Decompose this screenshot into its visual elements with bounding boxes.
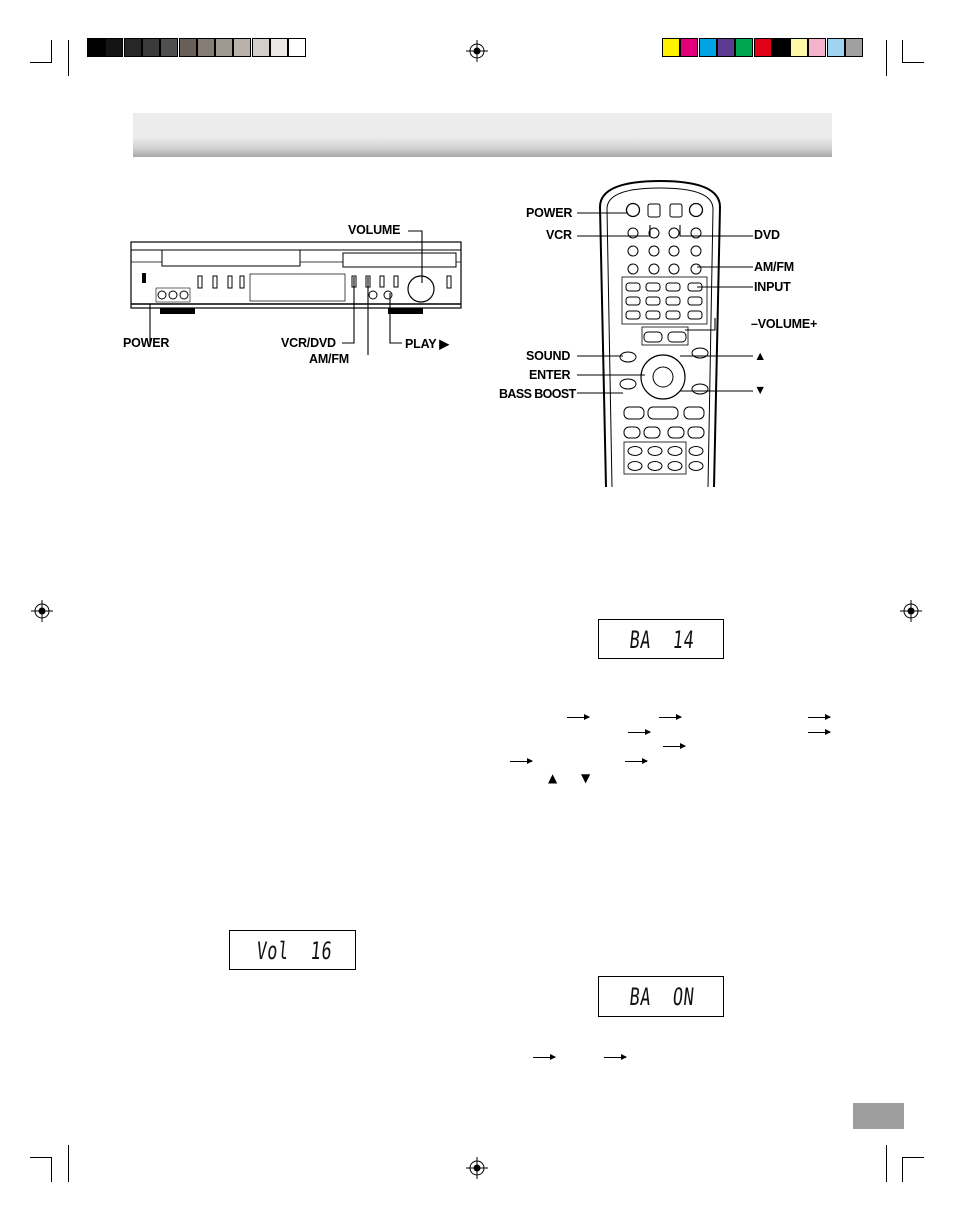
remote-input-label: INPUT xyxy=(754,280,791,294)
gray-swatch xyxy=(270,38,288,57)
remote-down-arrow-label: ▼ xyxy=(754,383,767,397)
color-swatch xyxy=(771,38,790,57)
lcd-ba-level-text: BA 14 xyxy=(628,626,696,654)
registration-target-icon xyxy=(900,600,922,622)
remote-vcr-label: VCR xyxy=(546,228,572,242)
remote-leader-lines xyxy=(577,212,753,394)
remote-bass-boost-label: BASS BOOST xyxy=(499,387,576,401)
color-swatch xyxy=(753,38,772,57)
gray-swatch xyxy=(196,38,215,57)
gray-swatch xyxy=(288,38,307,57)
gray-swatch xyxy=(160,38,179,57)
color-swatch xyxy=(808,38,827,57)
remote-control-illustration xyxy=(598,177,723,487)
gray-swatch xyxy=(215,38,234,57)
color-swatch xyxy=(845,38,863,57)
remote-dvd-label: DVD xyxy=(754,228,780,242)
down-triangle-icon: ▼ xyxy=(581,771,591,785)
up-triangle-icon: ▲ xyxy=(548,771,558,785)
remote-am-fm-label: AM/FM xyxy=(754,260,794,274)
gray-swatch xyxy=(87,38,105,57)
lcd-ba-level-display: BA 14 xyxy=(598,619,724,659)
deck-leader-lines xyxy=(149,230,423,355)
unit-front-panel-illustration xyxy=(130,241,462,314)
color-swatch xyxy=(662,38,680,57)
lcd-volume-text: Vol 16 xyxy=(255,937,334,965)
gray-swatch xyxy=(123,38,142,57)
gray-swatch xyxy=(178,38,197,57)
registration-target-icon xyxy=(31,600,53,622)
gray-swatch xyxy=(141,38,160,57)
deck-am-fm-label: AM/FM xyxy=(309,352,349,366)
remote-power-label: POWER xyxy=(526,206,573,220)
color-swatch xyxy=(716,38,735,57)
color-swatch xyxy=(790,38,809,57)
registration-target-icon xyxy=(466,40,488,62)
page-number-tab xyxy=(853,1103,904,1129)
color-swatch xyxy=(680,38,699,57)
lcd-ba-on-display: BA ON xyxy=(598,976,724,1017)
lcd-volume-display: Vol 16 xyxy=(229,930,356,970)
remote-volume-label: –VOLUME+ xyxy=(751,317,818,331)
remote-sound-label: SOUND xyxy=(526,349,571,363)
lcd-ba-on-text: BA ON xyxy=(628,983,696,1011)
deck-vcr-dvd-label: VCR/DVD xyxy=(281,336,336,350)
gray-swatch xyxy=(105,38,124,57)
remote-up-arrow-label: ▲ xyxy=(754,349,767,363)
gray-swatch xyxy=(233,38,252,57)
color-swatch xyxy=(826,38,845,57)
remote-enter-label: ENTER xyxy=(529,368,571,382)
deck-play-label: PLAY ▶ xyxy=(405,337,449,351)
gray-swatch xyxy=(251,38,270,57)
deck-volume-label: VOLUME xyxy=(348,223,401,237)
registration-target-icon xyxy=(466,1157,488,1179)
section-header-band xyxy=(133,113,832,157)
color-swatch xyxy=(735,38,754,57)
deck-power-label: POWER xyxy=(123,336,170,350)
color-swatch xyxy=(698,38,717,57)
